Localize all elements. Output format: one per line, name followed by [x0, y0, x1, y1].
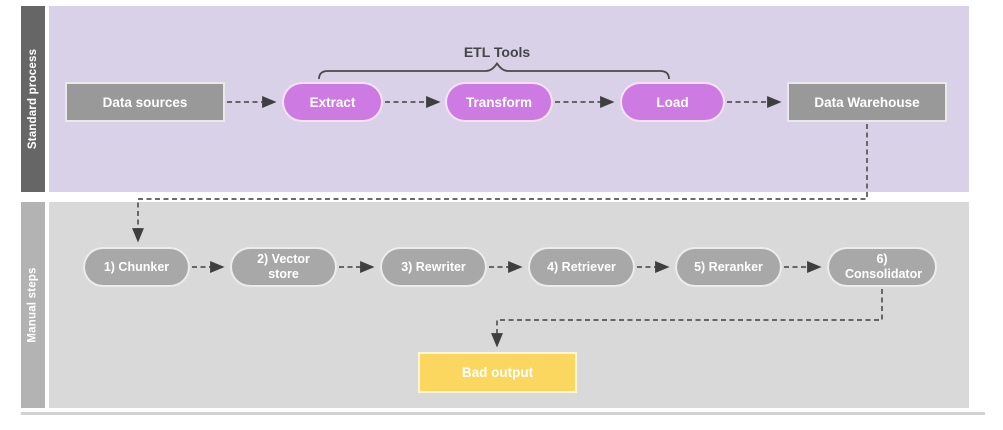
node-extract: Extract: [282, 82, 383, 122]
lane-label-text: Standard process: [27, 48, 39, 150]
node-label: 5) Reranker: [694, 259, 763, 274]
lane-label-text: Manual steps: [27, 267, 40, 343]
node-data-warehouse: Data Warehouse: [787, 82, 947, 122]
node-chunker: 1) Chunker: [83, 247, 190, 287]
etl-tools-group-label: ETL Tools: [463, 44, 531, 60]
bottom-divider-line: [21, 412, 985, 415]
node-label: Bad output: [461, 365, 534, 380]
node-label: 1) Chunker: [103, 259, 170, 274]
node-retriever: 4) Retriever: [528, 247, 635, 287]
node-label: Data Warehouse: [814, 94, 920, 110]
node-data-sources: Data sources: [65, 82, 225, 122]
node-label: Data sources: [102, 94, 188, 110]
node-load: Load: [620, 82, 725, 122]
node-label: 3) Rewriter: [401, 259, 466, 274]
node-bad-output: Bad output: [418, 352, 577, 393]
node-label: 2) Vector store: [257, 252, 310, 281]
lane-label-standard-process: Standard process: [21, 6, 45, 192]
node-transform: Transform: [445, 82, 553, 122]
node-label: Transform: [465, 94, 533, 110]
node-label: Extract: [309, 94, 356, 110]
node-label: 4) Retriever: [547, 259, 616, 274]
node-rewriter: 3) Rewriter: [380, 247, 487, 287]
node-consolidator: 6) Consolidator: [827, 247, 937, 287]
lane-label-manual-steps: Manual steps: [21, 202, 45, 408]
node-vector-store: 2) Vector store: [230, 247, 337, 287]
node-label: Load: [656, 94, 689, 110]
node-reranker: 5) Reranker: [675, 247, 782, 287]
node-label: 6) Consolidator: [845, 252, 923, 281]
